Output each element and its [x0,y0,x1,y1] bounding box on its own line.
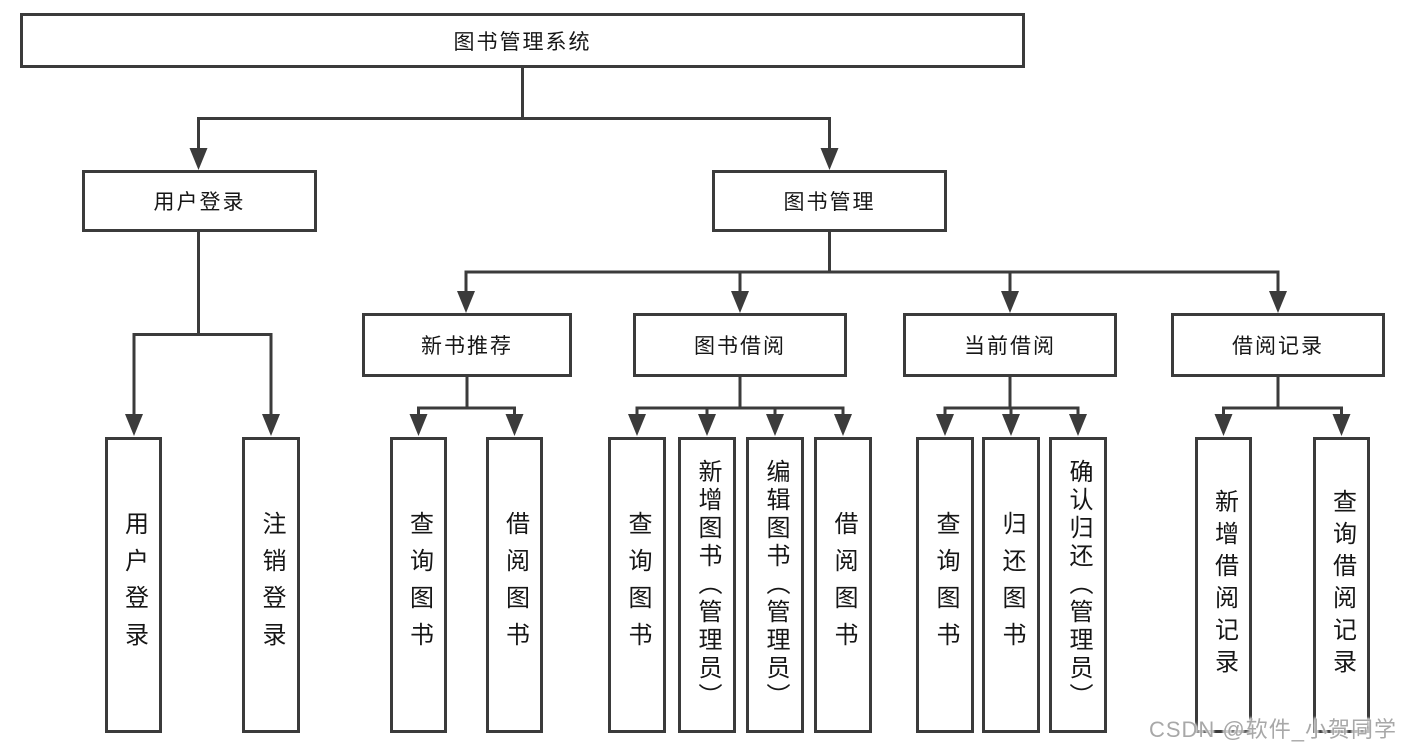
node-label: 查询图书 [932,511,959,659]
node-label: 查询图书 [624,511,651,659]
leaf-add-books-admin: 新增图书（管理员） [678,437,736,733]
node-label: 借阅记录 [1232,335,1324,358]
leaf-logout: 注销登录 [242,437,300,733]
node-label: 新增图书（管理员） [694,459,721,711]
node-label: 当前借阅 [964,335,1056,358]
node-label: 借阅图书 [501,511,529,659]
node-label: 查询借阅记录 [1328,489,1356,681]
node-label: 借阅图书 [830,511,857,659]
node-label: 确认归还（管理员） [1065,459,1092,711]
leaf-query-books-current: 查询图书 [916,437,974,733]
node-user-login: 用户登录 [82,170,317,232]
leaf-borrow-books-recommend: 借阅图书 [486,437,543,733]
node-label: 图书管理 [783,191,876,214]
csdn-watermark: CSDN @软件_小贺同学 [1148,717,1397,742]
leaf-return-books: 归还图书 [982,437,1040,733]
node-label: 新书推荐 [421,335,513,358]
node-current-borrowing: 当前借阅 [903,313,1117,377]
node-label: 图书借阅 [694,335,786,358]
node-label: 用户登录 [153,191,246,214]
node-label: 注销登录 [258,511,285,659]
node-label: 新增借阅记录 [1210,489,1238,681]
node-label: 图书管理系统 [453,30,592,54]
leaf-borrow-books-borrowing: 借阅图书 [814,437,872,733]
node-book-borrowing: 图书借阅 [633,313,847,377]
leaf-edit-books-admin: 编辑图书（管理员） [746,437,804,733]
node-new-book-recommendation: 新书推荐 [362,313,572,377]
node-borrowing-records: 借阅记录 [1171,313,1385,377]
node-book-management: 图书管理 [712,170,947,232]
node-label: 用户登录 [120,511,148,659]
leaf-query-books-recommend: 查询图书 [390,437,447,733]
leaf-add-borrow-record: 新增借阅记录 [1195,437,1252,733]
node-label: 归还图书 [998,511,1025,659]
leaf-query-borrow-record: 查询借阅记录 [1313,437,1370,733]
leaf-query-books-borrowing: 查询图书 [608,437,666,733]
leaf-user-login: 用户登录 [105,437,162,733]
leaf-confirm-return-admin: 确认归还（管理员） [1049,437,1107,733]
node-library-management-system: 图书管理系统 [20,13,1025,68]
node-label: 查询图书 [405,511,433,659]
node-label: 编辑图书（管理员） [762,459,789,711]
